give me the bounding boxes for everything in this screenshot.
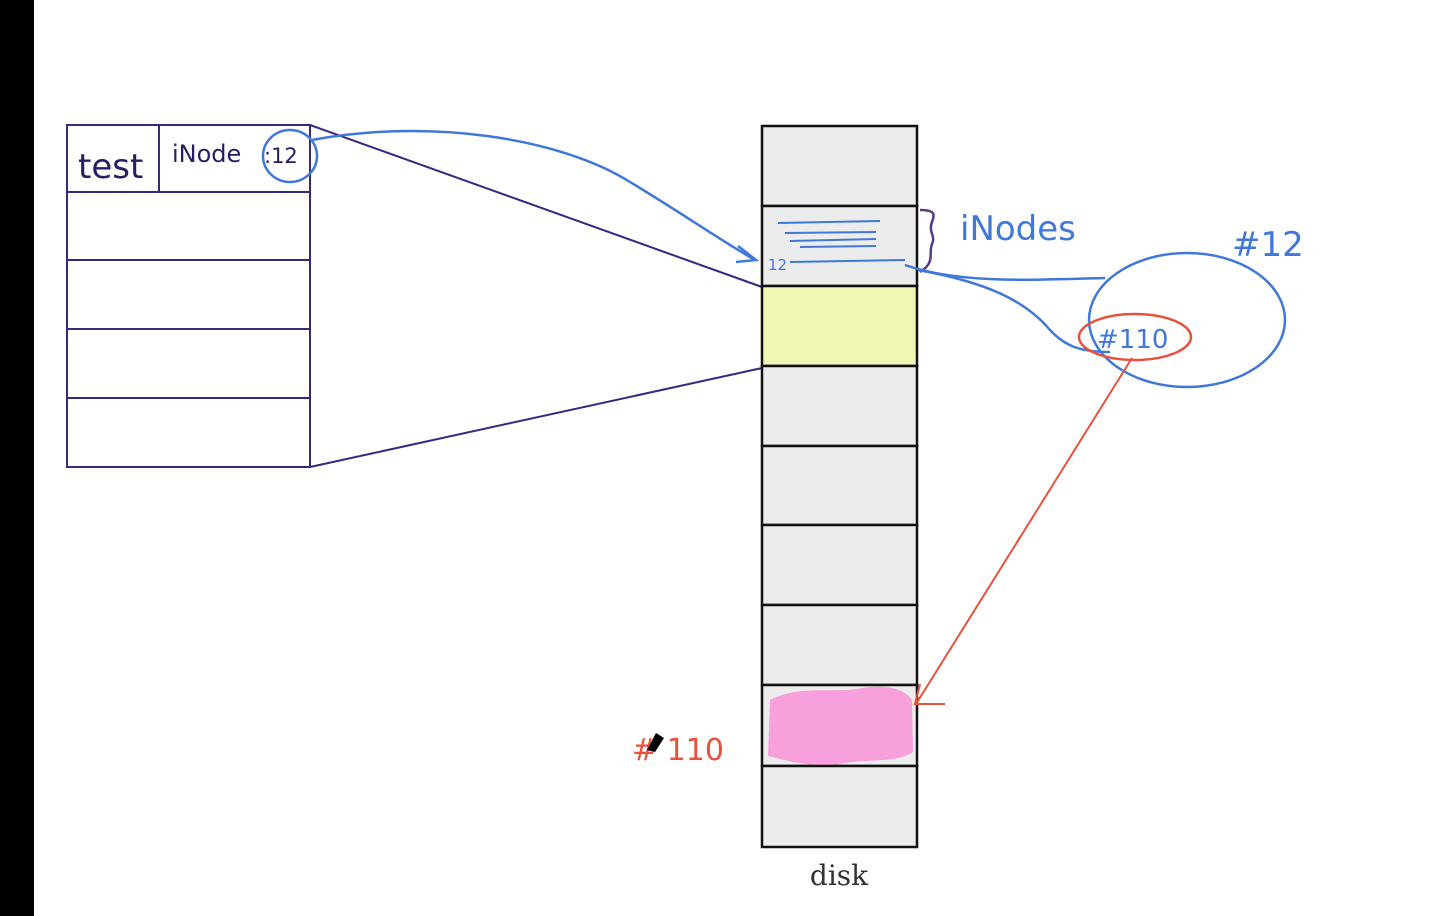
inode-entry-line bbox=[789, 259, 906, 263]
inode-detail-circle bbox=[1087, 251, 1287, 389]
disk: disk bbox=[760, 124, 919, 892]
disk-block bbox=[760, 523, 919, 607]
inodes-label: iNodes bbox=[960, 209, 1076, 249]
data-block-label: # 110 bbox=[632, 733, 724, 768]
disk-label: disk bbox=[810, 859, 869, 892]
inode-entry-line bbox=[784, 231, 877, 234]
inode-entry-line bbox=[789, 238, 877, 242]
disk-block bbox=[760, 444, 919, 527]
zoom-line-bottom bbox=[309, 367, 763, 468]
inode-number-label: #12 bbox=[1232, 225, 1304, 265]
entry-inode-number: :12 bbox=[264, 144, 298, 168]
disk-block bbox=[760, 364, 919, 448]
inode-pointer-label: #110 bbox=[1097, 325, 1168, 355]
left-black-bar bbox=[0, 0, 34, 916]
pointer-arrow-to-inode bbox=[311, 129, 756, 262]
inode-entry-lines bbox=[777, 220, 906, 263]
pen-cursor-icon bbox=[647, 733, 664, 752]
data-pointer-arrow bbox=[915, 357, 1133, 705]
pointer-arrowhead bbox=[735, 245, 760, 264]
disk-block bbox=[760, 124, 919, 208]
data-pointer-arrowhead bbox=[913, 683, 945, 705]
disk-block bbox=[760, 764, 919, 849]
inode-zoom-line-lower bbox=[917, 268, 1111, 354]
inode-entry-line bbox=[799, 245, 877, 248]
inode-number-circle bbox=[261, 128, 319, 184]
inodes-brace bbox=[919, 208, 935, 274]
entry-inode-label: iNode bbox=[172, 140, 241, 168]
pink-scribble bbox=[768, 686, 913, 766]
inode-entry-line bbox=[777, 220, 881, 224]
entry-name: test bbox=[78, 147, 143, 187]
zoom-line-top bbox=[309, 124, 763, 288]
inode-row-label: 12 bbox=[768, 256, 787, 274]
disk-block bbox=[760, 603, 919, 687]
disk-block-highlighted bbox=[760, 284, 919, 368]
directory-table: test iNode :12 bbox=[66, 124, 311, 468]
inode-pointer-circle bbox=[1077, 312, 1193, 362]
directory-table-outline bbox=[66, 124, 311, 468]
